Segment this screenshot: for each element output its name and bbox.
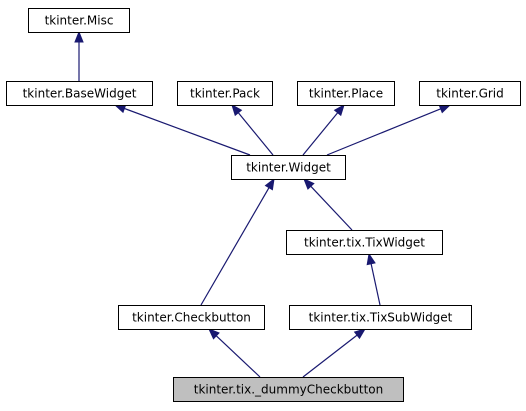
- edge-tixsubwidget-to-tixwidget: [366, 252, 381, 306]
- node-box: [286, 230, 443, 255]
- edge-line: [237, 112, 274, 156]
- class-node-tixwidget: tkinter.tix.TixWidget: [286, 230, 443, 255]
- class-node-checkbutton: tkinter.Checkbutton: [118, 305, 265, 330]
- edge-dummycheckbutton-to-checkbutton: [208, 328, 261, 378]
- arrow-head-icon: [264, 177, 275, 191]
- node-box: [297, 81, 395, 106]
- edge-line: [310, 185, 353, 231]
- class-nodes: tkinter.Misc tkinter.BaseWidget tkinter.Pa…: [6, 8, 521, 402]
- edge-dummycheckbutton-to-tixsubwidget: [302, 328, 367, 378]
- edge-line: [326, 108, 441, 156]
- class-node-grid: tkinter.Grid: [419, 81, 521, 106]
- edge-line: [302, 112, 339, 156]
- node-label: tkinter.BaseWidget: [23, 87, 137, 101]
- edge-tixwidget-to-widget: [303, 178, 353, 231]
- arrow-head-icon: [438, 104, 452, 114]
- node-box: [289, 305, 472, 330]
- class-node-basewidget: tkinter.BaseWidget: [6, 81, 153, 106]
- edge-widget-to-grid: [326, 104, 452, 156]
- node-box: [231, 155, 346, 180]
- arrow-head-icon: [303, 178, 315, 190]
- class-node-dummycheckbutton: tkinter.tix._dummyCheckbutton: [173, 377, 404, 402]
- node-label: tkinter.Widget: [246, 161, 331, 175]
- arrow-head-icon: [353, 328, 367, 340]
- node-label: tkinter.Misc: [45, 14, 114, 28]
- node-label: tkinter.tix.TixSubWidget: [309, 311, 453, 325]
- node-box: [118, 305, 265, 330]
- node-box: [173, 377, 404, 402]
- class-node-place: tkinter.Place: [297, 81, 395, 106]
- edge-checkbutton-to-widget: [200, 177, 275, 306]
- node-box: [419, 81, 521, 106]
- class-node-misc: tkinter.Misc: [28, 8, 130, 33]
- edge-basewidget-to-misc: [74, 30, 84, 81]
- edge-widget-to-pack: [231, 103, 274, 156]
- node-label: tkinter.Place: [309, 87, 383, 101]
- node-box: [28, 8, 130, 33]
- class-node-pack: tkinter.Pack: [177, 81, 273, 106]
- edge-line: [302, 334, 358, 378]
- node-box: [6, 81, 153, 106]
- node-label: tkinter.tix._dummyCheckbutton: [194, 383, 383, 397]
- node-label: tkinter.Pack: [190, 87, 260, 101]
- edge-line: [124, 107, 251, 156]
- class-node-tixsubwidget: tkinter.tix.TixSubWidget: [289, 305, 472, 330]
- edge-line: [200, 187, 270, 306]
- edge-widget-to-place: [302, 103, 345, 156]
- class-node-widget: tkinter.Widget: [231, 155, 346, 180]
- edge-line: [215, 335, 261, 378]
- arrow-head-icon: [366, 252, 376, 266]
- edge-widget-to-basewidget: [113, 104, 251, 156]
- node-label: tkinter.Grid: [436, 87, 504, 101]
- node-label: tkinter.Checkbutton: [132, 311, 251, 325]
- node-box: [177, 81, 273, 106]
- arrow-head-icon: [231, 103, 243, 117]
- arrow-head-icon: [208, 328, 220, 340]
- arrow-head-icon: [74, 30, 84, 43]
- arrow-head-icon: [333, 103, 345, 117]
- inheritance-edges: [74, 30, 452, 378]
- edge-line: [370, 263, 381, 306]
- node-label: tkinter.tix.TixWidget: [304, 236, 425, 250]
